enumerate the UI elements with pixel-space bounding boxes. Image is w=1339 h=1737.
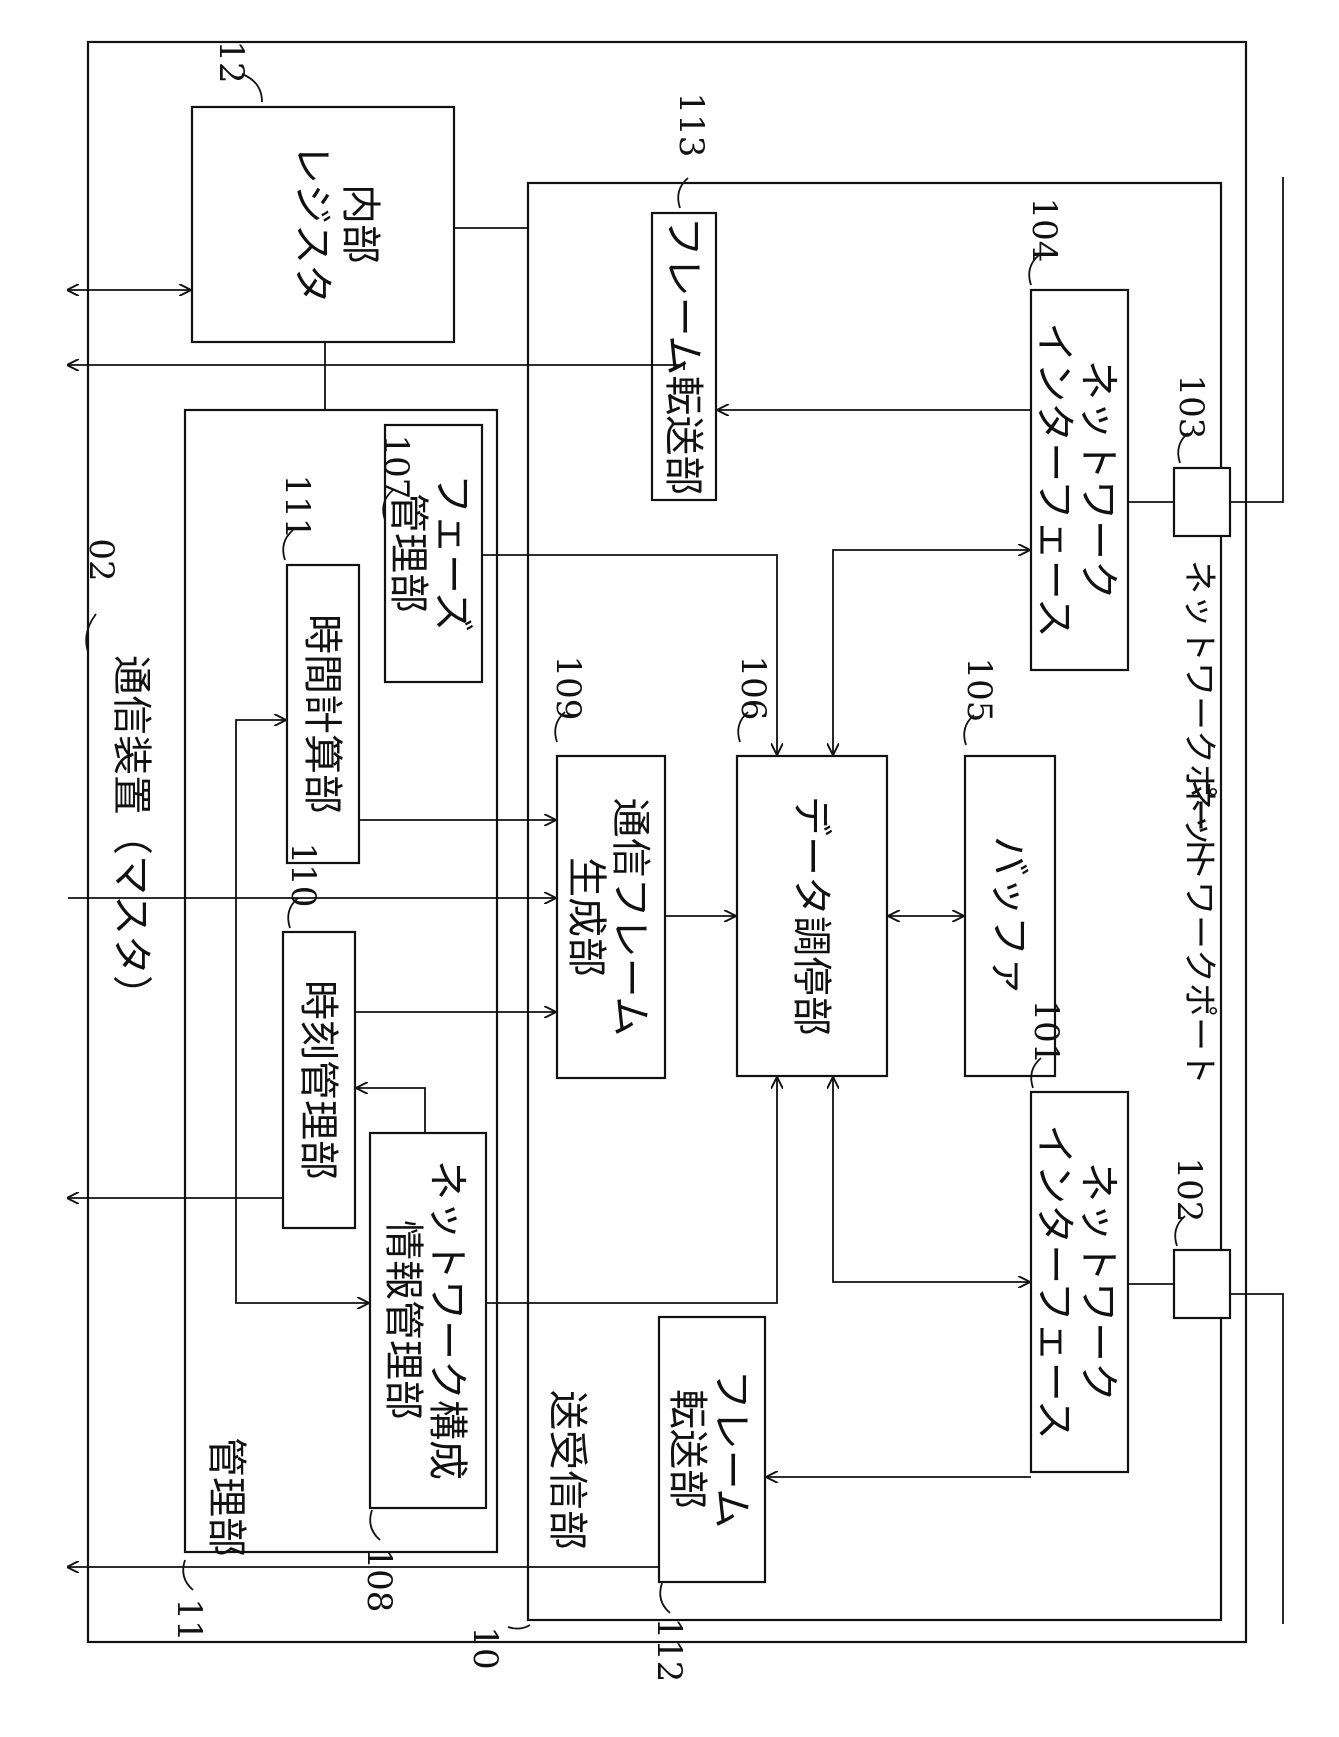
ref-106: 106 [733, 656, 773, 721]
ref-110: 110 [283, 843, 323, 908]
ref-108: 108 [359, 1548, 399, 1613]
frame-transfer-113-label: フレーム転送部 [660, 217, 706, 496]
ref-111: 111 [277, 475, 317, 540]
ref108-leader [370, 1510, 380, 1540]
txrx-section-label: 送受信部 [544, 1390, 590, 1550]
ref-02: 02 [81, 538, 121, 581]
ref-11: 11 [169, 1598, 209, 1641]
frame-transfer-112-label-line2: 転送部 [664, 1389, 710, 1509]
nif-101-label-line2: インターフェース [1031, 1124, 1077, 1440]
frame-gen-label-line2: 生成部 [563, 857, 609, 977]
nif104-arbiter-arrow [833, 550, 1029, 754]
frame-gen-label-line1: 通信フレーム [607, 798, 653, 1037]
ref-10: 10 [465, 1626, 505, 1669]
ref-103: 103 [1171, 375, 1211, 440]
ref112-leader [660, 1583, 670, 1613]
ref-104: 104 [1024, 198, 1064, 263]
topology-to-timemgmt-arrow [357, 1088, 425, 1133]
management-section-label: 管理部 [203, 1437, 249, 1557]
ref-112: 112 [649, 1618, 689, 1683]
ref-107: 107 [376, 435, 416, 500]
ref-105: 105 [959, 658, 999, 723]
ref-109: 109 [548, 656, 588, 721]
time-mgmt-label: 時刻管理部 [295, 980, 341, 1180]
port102-cable [1230, 1294, 1283, 1624]
network-port-102 [1174, 1250, 1230, 1318]
ref11-leader [183, 1560, 193, 1590]
port103-cable [1230, 177, 1283, 502]
buffer-label: バッファ [986, 836, 1032, 996]
phase-to-arbiter-arrow [482, 555, 777, 754]
ref10-leader [508, 1625, 530, 1629]
ref-101: 101 [1026, 1000, 1066, 1065]
device-title-label: 通信装置（マスタ） [108, 655, 154, 1015]
topology-label-line2: 情報管理部 [380, 1220, 426, 1420]
port-102-label: ネットワークポート [1179, 779, 1219, 1085]
frame-transfer-113-out-arrow [68, 365, 684, 370]
arbiter-label: データ調停部 [788, 796, 834, 1036]
phase-label-line2: 管理部 [385, 493, 431, 613]
topology-label-line1: ネットワーク構成 [424, 1160, 470, 1480]
nif-104-label-line2: インターフェース [1031, 322, 1077, 638]
nif-104-label-line1: ネットワーク [1075, 360, 1121, 600]
ref-113: 113 [671, 93, 711, 158]
network-port-103 [1174, 468, 1230, 536]
phase-label-line1: フェーズ [429, 474, 475, 632]
register-label-line2: レジスタ [289, 144, 335, 304]
register-label-line1: 内部 [337, 184, 383, 264]
time-calc-label: 時間計算部 [299, 614, 345, 814]
ref-12: 12 [211, 40, 251, 83]
ref-102: 102 [1169, 1158, 1209, 1223]
nif101-arbiter-arrow [833, 1078, 1029, 1282]
topology-to-arbiter-arrow [486, 1078, 777, 1303]
nif-101-label-line1: ネットワーク [1075, 1162, 1121, 1402]
frame-transfer-112-label-line1: フレーム [708, 1370, 754, 1529]
